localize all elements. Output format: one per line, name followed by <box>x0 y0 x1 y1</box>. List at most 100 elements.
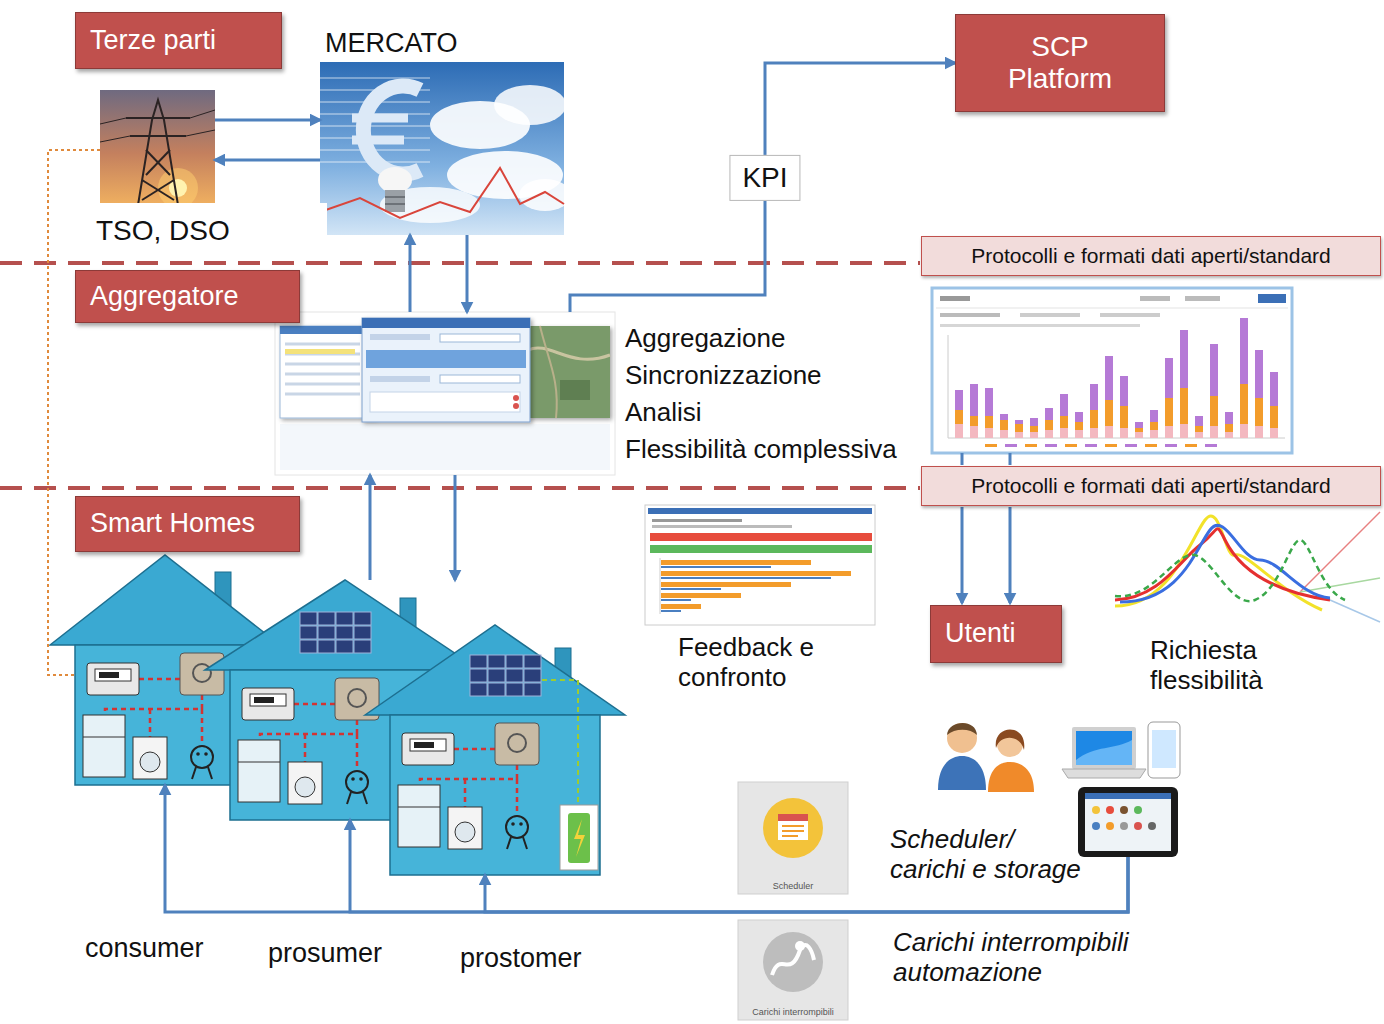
tablet-icon <box>1120 822 1128 830</box>
flexibility-curves <box>1115 512 1380 622</box>
bar-chart-picture <box>1150 410 1158 422</box>
house-picture <box>99 672 119 678</box>
power-line-picture <box>126 100 190 205</box>
bar-chart-picture <box>1135 428 1143 432</box>
feedback-screenshot <box>661 604 701 609</box>
aggregator-screenshots <box>285 349 355 354</box>
house-picture <box>95 669 131 681</box>
phone-icon <box>1148 722 1180 778</box>
chart-screenshot <box>936 308 1288 309</box>
text-anchor: prostomer <box>460 943 582 974</box>
node-text: Terze parti <box>90 25 216 56</box>
bar-chart-picture <box>1075 422 1083 430</box>
house-picture <box>242 688 294 720</box>
laptop-icon <box>1062 727 1146 778</box>
chart-screenshot <box>940 296 970 301</box>
bar-chart-picture <box>970 384 978 416</box>
interruptible-load-icon <box>763 932 823 992</box>
aggregator-screenshots <box>280 424 610 470</box>
bar-chart-picture <box>1105 444 1117 447</box>
category-tag: Aggregatore <box>75 270 300 323</box>
aggregator-screenshots <box>285 373 360 376</box>
house-picture <box>50 555 625 875</box>
bar-chart-picture <box>1165 358 1173 398</box>
aggregator-screenshots <box>285 344 360 394</box>
bar-chart-picture <box>1210 426 1218 438</box>
power-line-picture <box>146 150 170 175</box>
text-anchor: Sincronizzazione <box>625 361 822 391</box>
section-divider <box>0 486 920 490</box>
feedback-screenshot <box>645 505 875 625</box>
market-picture: MERCATO <box>320 28 564 235</box>
feedback-screenshot <box>650 533 872 541</box>
bar-chart-picture <box>1205 444 1217 447</box>
house-picture <box>191 746 213 768</box>
node-text: Aggregatore <box>90 281 239 312</box>
node-text: Flessibilità complessiva <box>625 435 897 465</box>
text-anchor: Carichi interrompibili automazione <box>893 928 1163 988</box>
house-picture <box>205 580 480 670</box>
market-picture <box>363 86 420 174</box>
node-text: prostomer <box>460 943 582 974</box>
flexibility-curves <box>1115 529 1330 600</box>
bar-chart-picture <box>955 390 963 410</box>
aggregator-screenshots <box>366 350 526 368</box>
flexibility-curves <box>1120 525 1330 602</box>
market-picture <box>320 125 430 127</box>
scheduler-icon <box>738 782 848 894</box>
feedback-screenshot <box>660 558 661 614</box>
house-picture <box>50 555 280 645</box>
feedback-screenshot <box>661 571 851 576</box>
bar-chart-picture <box>1165 426 1173 438</box>
house-picture <box>354 640 371 653</box>
power-line-picture <box>126 117 190 119</box>
aggregator-screenshots <box>528 348 610 359</box>
feedback-screenshot <box>661 582 791 587</box>
text-anchor: MERCATO <box>325 28 458 59</box>
bar-chart-picture <box>1270 428 1278 438</box>
bar-chart-picture <box>1240 384 1248 424</box>
house-picture <box>398 785 440 847</box>
bar-chart-picture <box>1255 350 1263 398</box>
tablet-device: Scheduler/ carichi e storage <box>1078 787 1178 857</box>
bar-chart-picture <box>1120 406 1128 428</box>
node-text: Smart Homes <box>90 508 255 539</box>
text-anchor: KPI <box>729 155 800 201</box>
bar-chart-picture <box>1225 432 1233 438</box>
phone-icon <box>1152 730 1176 768</box>
bar-chart-picture <box>1165 398 1173 426</box>
bar-chart-picture <box>1180 424 1188 438</box>
bar-chart-picture <box>1030 426 1038 432</box>
house-picture <box>488 669 505 682</box>
bar-chart-picture <box>1255 398 1263 426</box>
house-picture <box>488 655 505 668</box>
flow-arrow <box>215 159 320 162</box>
power-line-picture <box>146 150 170 175</box>
flexibility-curves <box>1115 540 1345 601</box>
house-picture <box>140 752 160 772</box>
tablet-icon <box>1120 806 1128 814</box>
bar-chart-picture <box>955 424 963 438</box>
bar-chart-picture <box>1000 414 1008 420</box>
feedback-screenshot <box>661 599 691 601</box>
node-text: Carichi interrompibili <box>752 1007 834 1017</box>
interruptible-load-icon <box>738 920 848 1020</box>
bar-chart-picture <box>1060 394 1068 416</box>
users-icon <box>988 762 1034 792</box>
house-picture <box>414 742 434 748</box>
house-picture <box>250 694 286 706</box>
power-line-picture <box>100 110 215 142</box>
section-divider <box>0 261 920 265</box>
power-line-picture <box>142 180 174 200</box>
node-text: Utenti <box>945 618 1016 649</box>
house-picture <box>470 669 487 682</box>
aggregator-screenshots <box>280 326 375 418</box>
bar-chart-picture <box>1065 444 1077 447</box>
market-picture <box>320 77 430 79</box>
house-picture <box>508 734 526 752</box>
bar-chart-picture <box>1180 388 1188 424</box>
house-picture <box>524 669 541 682</box>
market-picture <box>320 137 430 139</box>
users-icon <box>938 723 1034 792</box>
